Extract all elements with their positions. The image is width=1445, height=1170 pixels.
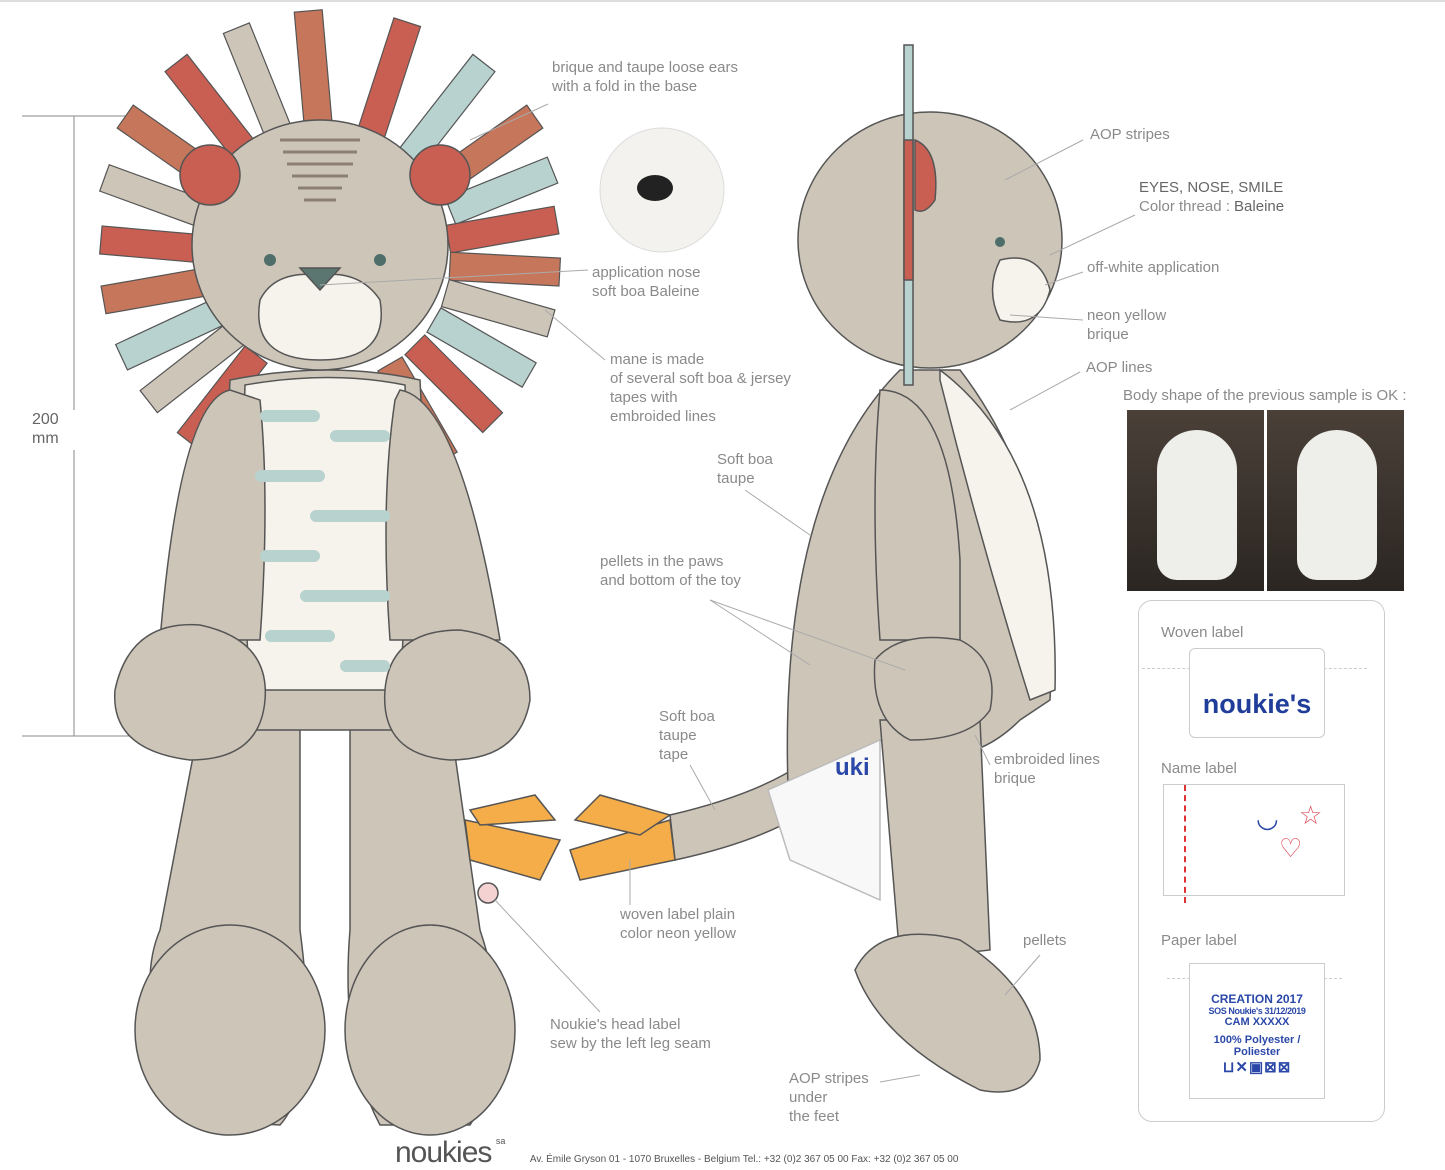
name-label: ◡ ☆ ♡ (1163, 784, 1345, 903)
leader-lines (319, 103, 1136, 1083)
care-icons: ⊔✕▣⊠⊠ (1222, 1059, 1292, 1076)
labels-panel: Woven label noukie's Name label ◡ ☆ ♡ Pa… (1138, 600, 1385, 1122)
ann-eyes: EYES, NOSE, SMILE Color thread : Baleine (1139, 179, 1285, 215)
lion-front (114, 119, 531, 1136)
footer: noukies sa Av. Émile Gryson 01 - 1070 Br… (395, 1136, 1445, 1169)
sample-photo-front (1267, 410, 1404, 591)
ann-pellets: pellets (1023, 932, 1067, 949)
footer-brand: noukies (395, 1136, 492, 1169)
footer-address: Av. Émile Gryson 01 - 1070 Bruxelles - B… (529, 1154, 959, 1165)
ann-aop-stripes: AOP stripes (1090, 126, 1170, 143)
footer-suffix: sa (495, 1136, 506, 1146)
sample-photo-side (1127, 410, 1264, 591)
ann-offwhite: off-white application (1087, 259, 1220, 276)
lion-side: uki (767, 44, 1063, 1093)
svg-text:uki: uki (835, 754, 870, 781)
bear-icon: ◡ (1256, 803, 1279, 833)
name-label-title: Name label (1161, 760, 1237, 777)
ann-aop-lines: AOP lines (1086, 359, 1153, 376)
ann-previous-sample: Body shape of the previous sample is OK … (1123, 387, 1407, 404)
paper-label: CREATION 2017 SOS Noukie's 31/12/2019 CA… (1189, 963, 1325, 1099)
woven-label: noukie's (1189, 648, 1325, 738)
dimension-line (22, 115, 135, 737)
heart-icon: ♡ (1279, 833, 1303, 863)
paper-label-title: Paper label (1161, 932, 1237, 949)
tail (464, 708, 871, 904)
star-icon: ☆ (1299, 800, 1323, 830)
woven-label-title: Woven label (1161, 624, 1244, 641)
